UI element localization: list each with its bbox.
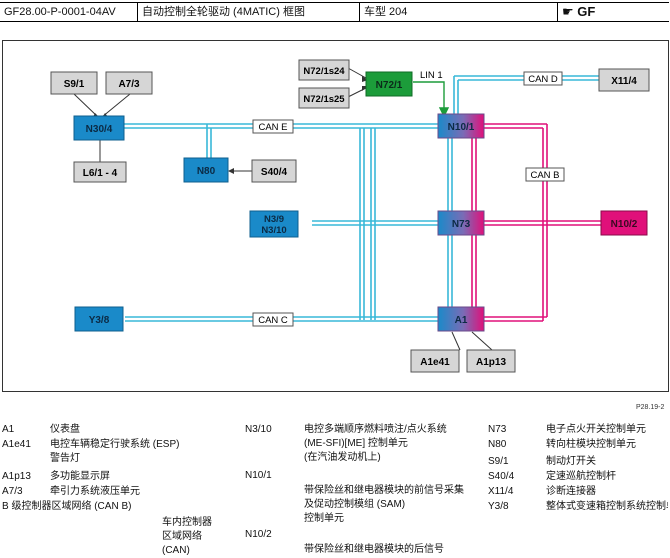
doc-id: GF28.00-P-0001-04AV xyxy=(0,3,138,21)
legend-code: N10/2 xyxy=(245,529,272,540)
node-a7-3: A7/3 xyxy=(105,71,153,95)
svg-text:X11/4: X11/4 xyxy=(611,76,637,87)
svg-text:CAN E: CAN E xyxy=(258,122,287,133)
legend-text: 制动灯开关 xyxy=(546,456,596,467)
signal-lines xyxy=(73,67,493,351)
legend-code: A7/3 xyxy=(2,486,23,497)
label-can-b: CAN B xyxy=(525,167,565,182)
legend-code: A1e41 xyxy=(2,439,31,450)
legend-text: 定速巡航控制杆 xyxy=(546,471,616,482)
diagram-frame xyxy=(2,40,669,392)
legend-text: 电子点火开关控制单元 xyxy=(546,424,646,435)
svg-text:A1e41: A1e41 xyxy=(420,357,450,368)
node-n30-4: N30/4 xyxy=(73,115,125,141)
gf-badge: ☛ GF xyxy=(558,3,669,21)
legend-code: S9/1 xyxy=(488,456,509,467)
legend-text: 带保险丝和继电器模块的前信号采集及促动控制模组 (SAM) 控制单元 xyxy=(304,485,464,524)
legend-code: A1 xyxy=(2,424,15,435)
legend-text: 转向柱模块控制单元 xyxy=(546,439,636,450)
node-s40-4: S40/4 xyxy=(251,159,297,183)
node-s9-1: S9/1 xyxy=(50,71,98,95)
legend-code: S40/4 xyxy=(488,471,515,482)
legend-text: 多功能显示屏 xyxy=(50,471,110,482)
legend-text: 诊断连接器 xyxy=(546,486,596,497)
node-n72-1s25: N72/1s25 xyxy=(298,87,350,109)
doc-title: 自动控制全轮驱动 (4MATIC) 框图 xyxy=(138,3,360,21)
node-n73: N73 xyxy=(437,210,485,236)
node-a1p13: A1p13 xyxy=(466,349,516,373)
legend-text: 仪表盘 xyxy=(50,424,80,435)
svg-text:N80: N80 xyxy=(197,166,216,177)
node-n72-1s24: N72/1s24 xyxy=(298,59,350,81)
legend-code: N3/10 xyxy=(245,424,272,435)
legend-code: N80 xyxy=(488,439,507,450)
can-b-bus xyxy=(484,123,601,322)
svg-text:N30/4: N30/4 xyxy=(86,124,113,135)
hand-pointer-icon: ☛ xyxy=(562,4,574,19)
svg-text:Y3/8: Y3/8 xyxy=(89,315,110,326)
legend-text: 牵引力系统液压单元 xyxy=(50,486,140,497)
label-can-e: CAN E xyxy=(252,119,294,134)
legend-code: A1p13 xyxy=(2,471,31,482)
svg-text:L6/1 - 4: L6/1 - 4 xyxy=(83,168,118,179)
svg-text:N10/2: N10/2 xyxy=(611,219,638,230)
node-a1e41: A1e41 xyxy=(410,349,460,373)
legend-text: 整体式变速箱控制系统控制单元 xyxy=(546,501,668,512)
vehicle-model: 车型 204 xyxy=(360,3,558,21)
svg-text:A1: A1 xyxy=(455,315,468,326)
lin-bus xyxy=(413,81,450,118)
legend-text: 车内控制器区域网络 (CAN) xyxy=(162,517,212,556)
svg-text:CAN C: CAN C xyxy=(258,315,288,326)
label-lin-1: LIN 1 xyxy=(420,70,443,81)
svg-text:N3/10: N3/10 xyxy=(261,225,286,236)
svg-text:N72/1: N72/1 xyxy=(376,80,403,91)
legend-code: B 级控制器区域网络 (CAN B) xyxy=(2,501,132,512)
node-x11-4: X11/4 xyxy=(598,68,650,92)
figure-code: P28.19-2 xyxy=(636,404,665,411)
svg-text:A1p13: A1p13 xyxy=(476,357,506,368)
svg-text:A7/3: A7/3 xyxy=(118,79,140,90)
legend-text: 电控车辆稳定行驶系统 (ESP) 警告灯 xyxy=(50,439,180,464)
legend-code: N10/1 xyxy=(245,470,272,481)
svg-text:N73: N73 xyxy=(452,219,471,230)
legend-code: Y3/8 xyxy=(488,501,509,512)
node-n3-9: N3/9 N3/10 xyxy=(249,210,299,238)
document-header: GF28.00-P-0001-04AV 自动控制全轮驱动 (4MATIC) 框图… xyxy=(0,2,669,22)
svg-text:S9/1: S9/1 xyxy=(64,79,85,90)
arrow-to-n80 xyxy=(228,168,234,174)
node-n80: N80 xyxy=(183,157,229,183)
svg-text:N3/9: N3/9 xyxy=(264,214,284,225)
svg-text:CAN D: CAN D xyxy=(528,74,558,85)
svg-text:CAN B: CAN B xyxy=(530,170,559,181)
svg-text:N72/1s25: N72/1s25 xyxy=(303,94,345,105)
node-y3-8: Y3/8 xyxy=(74,306,124,332)
svg-text:N10/1: N10/1 xyxy=(448,122,475,133)
node-n10-2: N10/2 xyxy=(600,210,648,236)
label-can-d: CAN D xyxy=(523,71,563,86)
label-can-c: CAN C xyxy=(252,312,294,327)
svg-text:S40/4: S40/4 xyxy=(261,167,288,178)
block-diagram: S9/1 A7/3 L6/1 - 4 S40/4 N72/1s24 N72/1s… xyxy=(2,40,669,392)
node-n72-1: N72/1 xyxy=(365,71,413,97)
node-a1: A1 xyxy=(437,306,485,332)
gf-badge-label: GF xyxy=(577,4,596,19)
node-n10-1: N10/1 xyxy=(437,113,485,139)
legend-text: 带保险丝和继电器模块的后信号 xyxy=(304,544,444,555)
legend-code: X11/4 xyxy=(488,486,514,497)
node-l6-1: L6/1 - 4 xyxy=(73,161,127,183)
svg-text:N72/1s24: N72/1s24 xyxy=(303,66,345,77)
legend-code: N73 xyxy=(488,424,507,435)
legend-text: 电控多端顺序燃料喷注/点火系统 (ME-SFI)[ME] 控制单元 (在汽油发动… xyxy=(304,424,447,463)
